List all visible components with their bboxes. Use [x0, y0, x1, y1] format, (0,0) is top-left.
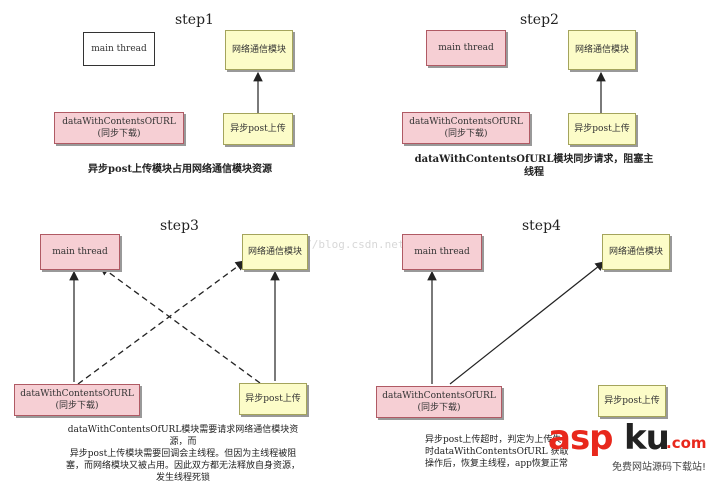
step4-caption-line-2: 时dataWithContentsOfURL 获取	[425, 447, 569, 457]
step2-async-post-box: 异步post上传	[568, 113, 636, 145]
logo-com-text: .com	[666, 434, 707, 452]
step4-network-module-box: 网络通信模块	[602, 234, 670, 270]
logo-asp-text: asp	[548, 418, 614, 458]
step3-data-with-contents-box: dataWithContentsOfURL (同步下载)	[14, 384, 140, 416]
step2-data-with-contents-box: dataWithContentsOfURL (同步下载)	[402, 112, 530, 144]
step1-dwc-label-2: (同步下载)	[97, 129, 141, 139]
step1-title: step1	[175, 12, 214, 28]
step1-main-thread-label: main thread	[91, 44, 147, 54]
step4-caption-line-3: 操作后，恢复主线程，app恢复正常	[425, 459, 568, 469]
step2-caption-line-1: dataWithContentsOfURL模块同步请求，阻塞主	[414, 154, 654, 165]
step2-main-thread-label: main thread	[438, 43, 494, 53]
step3-caption: dataWithContentsOfURL模块需要请求网络通信模块资源，而 异步…	[60, 424, 306, 484]
step1-network-module-label: 网络通信模块	[231, 45, 286, 55]
step3-title: step3	[160, 218, 199, 234]
step3-dwc-label-2: (同步下载)	[55, 401, 99, 411]
step3-caption-line-1: dataWithContentsOfURL模块需要请求网络通信模块资源，而	[67, 425, 299, 447]
step1-caption: 异步post上传模块占用网络通信模块资源	[88, 164, 272, 175]
step1-network-module-box: 网络通信模块	[225, 30, 293, 70]
step3-dwc-label-1: dataWithContentsOfURL	[20, 389, 134, 399]
step3-main-thread-box: main thread	[40, 234, 120, 270]
step4-async-post-label: 异步post上传	[604, 396, 660, 406]
step4-caption: 异步post上传超时，判定为上传失 时dataWithContentsOfURL…	[425, 434, 595, 470]
step4-main-thread-label: main thread	[414, 247, 470, 257]
step4-data-with-contents-box: dataWithContentsOfURL (同步下载)	[376, 386, 502, 418]
logo-ku-text: ku	[624, 418, 670, 458]
step3-caption-line-4: 发生线程死锁	[155, 473, 210, 483]
step4-async-post-box: 异步post上传	[598, 385, 666, 417]
step3-network-module-label: 网络通信模块	[247, 247, 302, 257]
step2-caption-line-2: 线程	[524, 167, 544, 178]
step3-dashed-post-to-main	[98, 265, 261, 384]
step2-network-module-label: 网络通信模块	[574, 45, 629, 55]
step3-network-module-box: 网络通信模块	[242, 234, 308, 270]
step2-title: step2	[520, 12, 559, 28]
step4-dwc-label-1: dataWithContentsOfURL	[382, 391, 496, 401]
step3-async-post-box: 异步post上传	[239, 383, 307, 415]
step4-network-module-label: 网络通信模块	[608, 247, 663, 257]
step4-title: step4	[522, 218, 561, 234]
step4-caption-line-1: 异步post上传超时，判定为上传失	[425, 435, 562, 445]
site-logo: asp ku .com 免费网站源码下载站!	[548, 418, 714, 474]
step3-caption-line-3: 塞，而网络模块又被占用。因此双方都无法释放自身资源，	[65, 461, 300, 471]
step2-network-module-box: 网络通信模块	[568, 30, 636, 70]
step2-async-post-label: 异步post上传	[574, 124, 630, 134]
step4-arrow-data-to-network	[449, 261, 605, 385]
step3-main-thread-label: main thread	[52, 247, 108, 257]
step1-main-thread-box: main thread	[83, 32, 155, 66]
step2-caption: dataWithContentsOfURL模块同步请求，阻塞主 线程	[414, 153, 654, 179]
step2-dwc-label-1: dataWithContentsOfURL	[409, 117, 523, 127]
step3-async-post-label: 异步post上传	[245, 394, 301, 404]
step1-async-post-box: 异步post上传	[223, 113, 293, 145]
step4-main-thread-box: main thread	[402, 234, 482, 270]
step3-dashed-data-to-network	[77, 260, 247, 385]
logo-tagline: 免费网站源码下载站!	[612, 462, 707, 473]
step2-main-thread-box: main thread	[426, 30, 506, 66]
step1-async-post-label: 异步post上传	[230, 124, 286, 134]
step4-dwc-label-2: (同步下载)	[417, 403, 461, 413]
step2-dwc-label-2: (同步下载)	[444, 129, 488, 139]
step3-caption-line-2: 异步post上传模块需要回调会主线程。但因为主线程被阻	[69, 449, 297, 459]
step1-data-with-contents-box: dataWithContentsOfURL (同步下载)	[54, 112, 184, 144]
step1-dwc-label-1: dataWithContentsOfURL	[62, 117, 176, 127]
